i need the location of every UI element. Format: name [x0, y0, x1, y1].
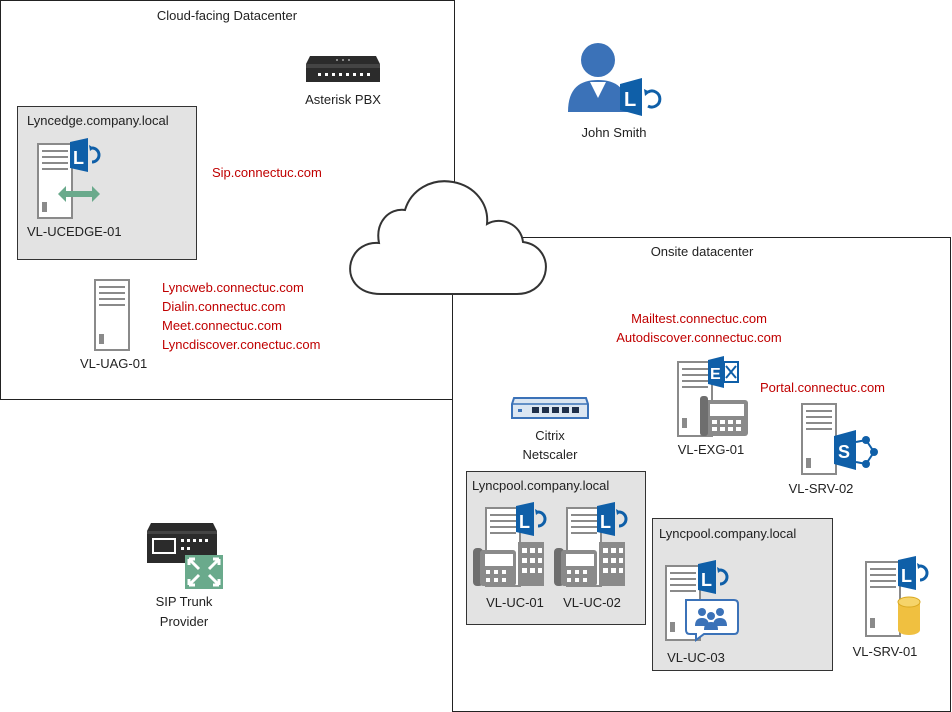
cloud-datacenter-title: Cloud-facing Datacenter [156, 8, 298, 23]
edge-pool-title: Lyncedge.company.local [27, 113, 169, 128]
dns-meet: Meet.connectuc.com [162, 318, 282, 333]
dns-lyncweb: Lyncweb.connectuc.com [162, 280, 304, 295]
pool2-title: Lyncpool.company.local [659, 526, 797, 541]
pbx-appliance-icon [306, 56, 380, 82]
database-server-label: VL-SRV-01 [852, 644, 918, 659]
front-end-server-2-label: VL-UC-02 [563, 595, 621, 610]
sip-trunk-label-line2: Provider [159, 614, 209, 629]
onsite-datacenter-title: Onsite datacenter [650, 244, 754, 259]
citrix-label-line1: Citrix [535, 428, 565, 443]
conferencing-server-icon: L [665, 560, 739, 642]
sip-trunk-label-line1: SIP Trunk [155, 594, 213, 609]
uag-server-icon [94, 279, 130, 351]
edge-server-icon: L [37, 138, 101, 219]
pool1-title: Lyncpool.company.local [472, 478, 610, 493]
svg-text:L: L [624, 89, 636, 111]
svg-text:L: L [901, 566, 912, 586]
edge-server-label: VL-UCEDGE-01 [27, 224, 122, 239]
citrix-label-line2: Netscaler [522, 447, 578, 462]
sharepoint-server-label: VL-SRV-02 [788, 481, 854, 496]
user-icon: L [568, 43, 662, 116]
svg-text:L: L [600, 512, 611, 532]
svg-text:L: L [701, 570, 712, 590]
front-end-server-1-icon: L [473, 502, 547, 587]
sharepoint-server-icon: S [801, 403, 878, 475]
lync-badge-icon: L [620, 78, 662, 116]
dns-lyncdiscover: Lyncdiscover.conectuc.com [162, 337, 321, 352]
svg-text:E: E [710, 366, 721, 383]
svg-text:L: L [519, 512, 530, 532]
database-server-icon: L [865, 556, 929, 637]
svg-text:L: L [73, 148, 84, 168]
cloud-icon [349, 180, 547, 295]
uag-server-label: VL-UAG-01 [80, 356, 148, 371]
dns-mailtest: Mailtest.connectuc.com [631, 311, 767, 326]
asterisk-pbx-label: Asterisk PBX [305, 92, 381, 107]
john-smith-label: John Smith [581, 125, 647, 140]
load-balancer-icon [511, 397, 589, 419]
svg-text:S: S [838, 442, 850, 462]
sip-gateway-icon [147, 523, 223, 589]
exchange-server-icon: E [677, 356, 748, 437]
front-end-server-2-icon: L [554, 502, 628, 587]
exchange-server-label: VL-EXG-01 [677, 442, 745, 457]
front-end-server-1-label: VL-UC-01 [486, 595, 544, 610]
dns-autodiscover: Autodiscover.connectuc.com [616, 330, 782, 345]
dns-dialin: Dialin.connectuc.com [162, 299, 286, 314]
conferencing-server-label: VL-UC-03 [667, 650, 725, 665]
dns-sip: Sip.connectuc.com [212, 165, 322, 180]
dns-portal: Portal.connectuc.com [760, 380, 886, 395]
